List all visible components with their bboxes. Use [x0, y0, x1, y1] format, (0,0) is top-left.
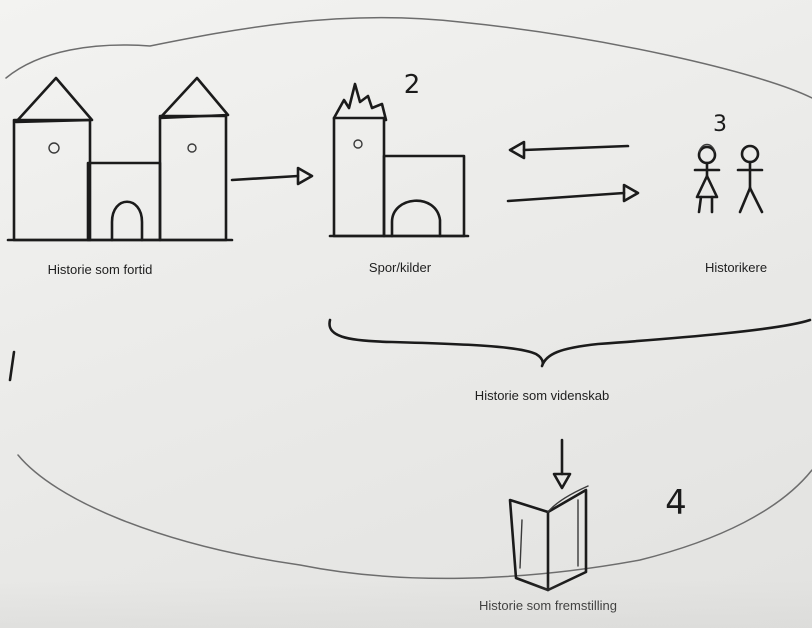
castle-intact-icon: [6, 76, 234, 242]
number-3: 3: [713, 112, 727, 137]
curly-brace-icon: [328, 318, 812, 368]
open-book-icon: [508, 485, 589, 592]
number-4: 4: [665, 483, 687, 523]
arrow-right-icon: [230, 166, 314, 186]
label-history-as-science: Historie som videnskab: [474, 388, 610, 403]
label-history-as-presentation: Historie som fremstilling: [479, 598, 617, 613]
castle-ruined-icon: [328, 82, 470, 238]
number-2: 2: [403, 70, 421, 100]
arrow-down-icon: [552, 438, 572, 490]
number-1-mark: [8, 350, 16, 382]
label-history-as-past: Historie som fortid: [47, 262, 153, 277]
label-historians: Historikere: [704, 260, 768, 275]
enclosing-loop: [5, 16, 812, 580]
label-traces-sources: Spor/kilder: [368, 260, 432, 275]
historians-stick-figures-icon: [693, 143, 764, 214]
double-arrow-icon: [506, 140, 640, 203]
